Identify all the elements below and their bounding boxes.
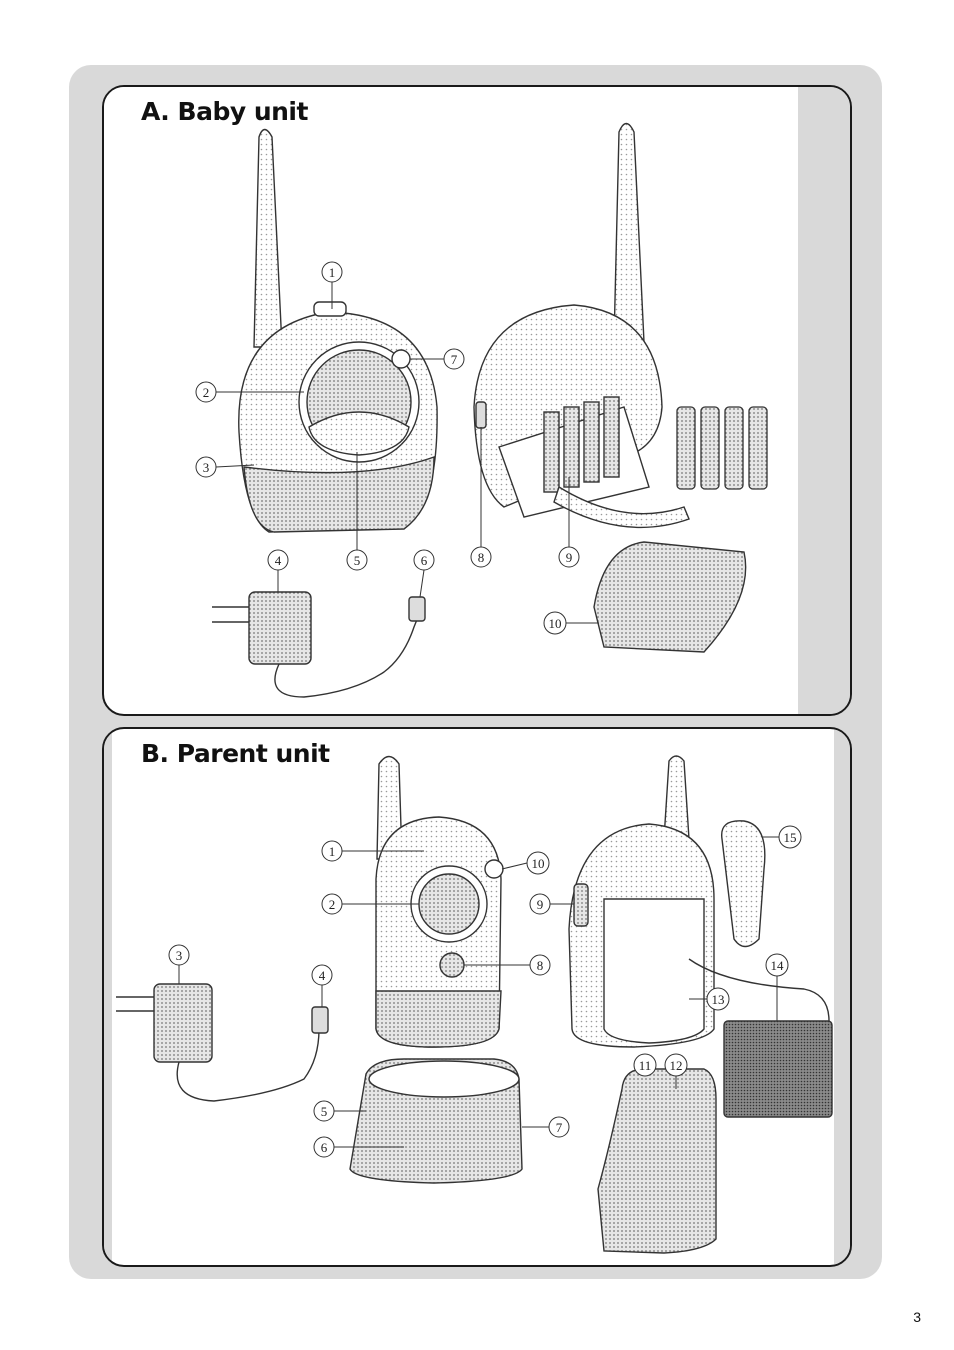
svg-text:1: 1: [329, 844, 336, 859]
callout-marker: 10: [501, 851, 550, 875]
callout-marker: 10: [543, 611, 599, 635]
callout-marker: 13: [689, 987, 730, 1011]
baby-callouts: 1 2 3 4 5 6 7 8 9 10: [195, 261, 599, 635]
svg-text:5: 5: [354, 553, 361, 568]
callout-marker: 9: [529, 893, 574, 915]
callout-marker: 7: [410, 348, 465, 370]
svg-text:8: 8: [537, 958, 544, 973]
svg-text:5: 5: [321, 1104, 328, 1119]
callout-marker: 2: [321, 893, 419, 915]
svg-text:10: 10: [532, 856, 545, 871]
callout-marker: 8: [470, 427, 492, 568]
parent-unit-panel: B. Parent unit: [102, 727, 852, 1267]
power-adapter: [212, 591, 426, 698]
baby-unit-panel: A. Baby unit: [102, 85, 852, 716]
charger-base: [349, 1058, 523, 1184]
callout-marker: 4: [267, 549, 289, 592]
svg-text:1: 1: [329, 265, 336, 280]
parent-callouts: 1 2 3 4 5 6 7 8 9 10 11 12 13 14 15: [168, 825, 802, 1158]
page-number: 3: [913, 1309, 921, 1325]
callout-marker: 6: [413, 549, 435, 598]
batteries: [676, 406, 768, 490]
svg-text:9: 9: [537, 897, 544, 912]
svg-text:3: 3: [176, 948, 183, 963]
svg-text:10: 10: [549, 616, 562, 631]
callout-marker: 5: [313, 1100, 366, 1122]
svg-text:11: 11: [639, 1058, 652, 1073]
panel-edge-strip: [834, 729, 850, 1265]
baby-unit-heading: A. Baby unit: [141, 97, 308, 126]
power-adapter: [116, 983, 329, 1102]
svg-text:3: 3: [203, 460, 210, 475]
parent-unit-front: [375, 755, 504, 1048]
callout-marker: 1: [321, 840, 424, 862]
svg-text:6: 6: [321, 1140, 328, 1155]
svg-text:2: 2: [329, 897, 336, 912]
callout-marker: 4: [311, 964, 333, 1007]
panel-edge-strip: [104, 729, 112, 1265]
svg-text:14: 14: [771, 958, 785, 973]
callout-marker: 3: [168, 944, 190, 984]
battery-cover: [597, 1068, 717, 1254]
svg-text:4: 4: [319, 968, 326, 983]
callout-marker: 6: [313, 1136, 404, 1158]
svg-text:12: 12: [670, 1058, 683, 1073]
parent-unit-illustration: 1 2 3 4 5 6 7 8 9 10 11 12 13 14 15: [116, 755, 833, 1254]
svg-text:2: 2: [203, 385, 210, 400]
belt-clip: [720, 820, 766, 948]
svg-text:8: 8: [478, 550, 485, 565]
callout-marker: 9: [558, 477, 580, 568]
panel-edge-strip: [798, 87, 850, 714]
callout-marker: 14: [765, 953, 789, 1021]
callout-marker: 5: [346, 452, 368, 571]
parent-unit-heading: B. Parent unit: [141, 739, 330, 768]
callout-marker: 12: [664, 1053, 688, 1089]
svg-text:9: 9: [566, 550, 573, 565]
svg-text:6: 6: [421, 553, 428, 568]
callout-marker: 11: [633, 1053, 657, 1077]
svg-text:4: 4: [275, 553, 282, 568]
svg-text:15: 15: [784, 830, 797, 845]
battery-pack: [688, 958, 833, 1118]
callout-marker: 1: [321, 261, 343, 309]
callout-marker: 15: [762, 825, 802, 849]
baby-unit-front: [238, 128, 438, 533]
callout-marker: 8: [464, 954, 551, 976]
svg-text:7: 7: [556, 1120, 563, 1135]
callout-marker: 3: [195, 456, 255, 478]
baby-unit-illustration: 1 2 3 4 5 6 7 8 9 10: [195, 122, 768, 698]
svg-text:13: 13: [712, 992, 725, 1007]
parent-unit-back: [568, 755, 715, 1048]
callout-marker: 2: [195, 381, 304, 403]
svg-text:7: 7: [451, 352, 458, 367]
callout-marker: 7: [522, 1116, 570, 1138]
baby-unit-back: [473, 122, 690, 529]
battery-cover: [593, 541, 747, 653]
